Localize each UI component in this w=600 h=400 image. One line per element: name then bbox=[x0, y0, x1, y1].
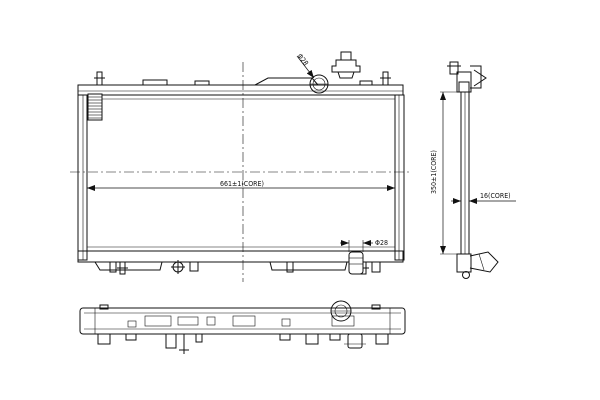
core-height-dimension: 350±1(CORE) bbox=[430, 91, 461, 255]
top-view bbox=[79, 300, 406, 354]
core-depth-label: 16(CORE) bbox=[480, 192, 511, 200]
filler-cap bbox=[309, 74, 329, 94]
core-width-label: 661±1(CORE) bbox=[220, 180, 264, 188]
right-tank bbox=[394, 94, 405, 261]
pressure-cap bbox=[331, 51, 361, 79]
drain-plug bbox=[171, 260, 185, 274]
outlet-pipe bbox=[348, 251, 364, 275]
cap-diameter-label: Φ28 bbox=[295, 52, 309, 67]
radiator-core bbox=[86, 94, 396, 252]
outlet-diameter-dimension: Φ28 bbox=[340, 239, 388, 252]
outlet-diameter-label: Φ28 bbox=[375, 239, 388, 247]
left-tank bbox=[77, 94, 88, 261]
front-view: Φ28 Φ28 661±1(CORE) bbox=[70, 51, 412, 282]
cap-diameter-dimension: Φ28 bbox=[295, 52, 315, 79]
top-mount-pin-right bbox=[380, 71, 391, 86]
side-view: 350±1(CORE) 16(CORE) bbox=[430, 61, 516, 279]
side-bottom-fittings bbox=[456, 251, 499, 279]
core-width-dimension: 661±1(CORE) bbox=[87, 180, 395, 191]
top-view-brackets bbox=[97, 333, 389, 354]
core-depth-dimension: 16(CORE) bbox=[451, 192, 516, 204]
top-view-slots bbox=[127, 315, 355, 328]
top-view-outlet bbox=[344, 333, 366, 349]
bottom-tank bbox=[77, 250, 404, 273]
top-view-cap bbox=[330, 300, 352, 322]
top-mount-pin-left bbox=[94, 71, 105, 86]
fin-block bbox=[87, 93, 103, 121]
core-height-label: 350±1(CORE) bbox=[430, 150, 438, 194]
side-top-fittings bbox=[447, 61, 487, 93]
top-tank bbox=[77, 77, 404, 96]
bottom-mount-pin-left bbox=[117, 261, 128, 275]
